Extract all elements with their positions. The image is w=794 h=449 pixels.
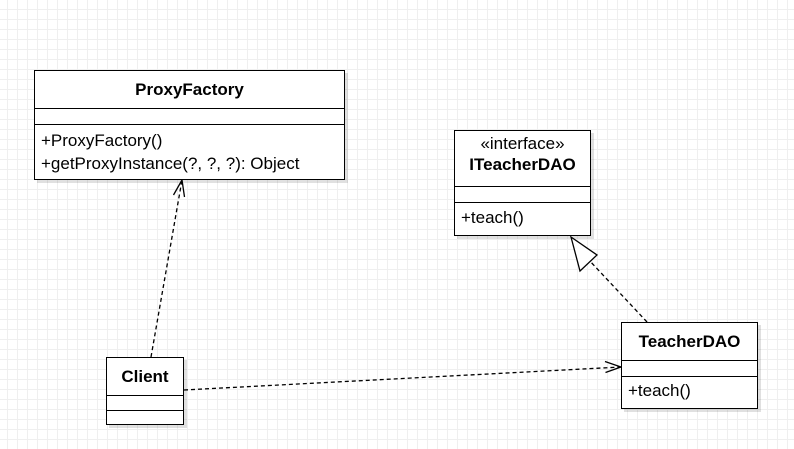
dependency-client-proxyfactory[interactable]	[150, 179, 183, 358]
operations-compartment: +teach()	[455, 203, 590, 229]
dependency-client-teacherdao[interactable]	[183, 366, 622, 391]
class-name-compartment: Client	[107, 358, 183, 396]
attributes-compartment	[35, 109, 344, 125]
class-name: ProxyFactory	[135, 80, 244, 99]
class-client[interactable]: Client	[106, 357, 184, 425]
dependency-arrowhead-icon	[172, 178, 186, 198]
operation: +getProxyInstance(?, ?, ?): Object	[41, 154, 300, 173]
class-proxyfactory[interactable]: ProxyFactory +ProxyFactory() +getProxyIn…	[34, 70, 345, 180]
class-name-compartment: «interface» ITeacherDAO	[455, 131, 590, 187]
class-name: Client	[121, 367, 169, 386]
attributes-compartment	[455, 187, 590, 203]
realization-triangle-icon	[569, 235, 599, 273]
class-name-compartment: TeacherDAO	[622, 323, 757, 361]
realization-teacherdao-iteacherdao[interactable]	[587, 258, 648, 323]
attributes-compartment	[622, 361, 757, 377]
class-name: ITeacherDAO	[469, 155, 576, 174]
operation: +ProxyFactory()	[41, 131, 163, 150]
operation: +teach()	[461, 208, 524, 227]
class-name-compartment: ProxyFactory	[35, 71, 344, 109]
class-name: TeacherDAO	[638, 332, 741, 351]
stereotype-label: «interface»	[480, 134, 565, 153]
attributes-compartment	[107, 396, 183, 411]
operations-compartment: +ProxyFactory() +getProxyInstance(?, ?, …	[35, 125, 344, 175]
interface-iteacherdao[interactable]: «interface» ITeacherDAO +teach()	[454, 130, 591, 236]
operations-compartment: +teach()	[622, 377, 757, 402]
class-teacherdao[interactable]: TeacherDAO +teach()	[621, 322, 758, 409]
operation: +teach()	[628, 381, 691, 400]
